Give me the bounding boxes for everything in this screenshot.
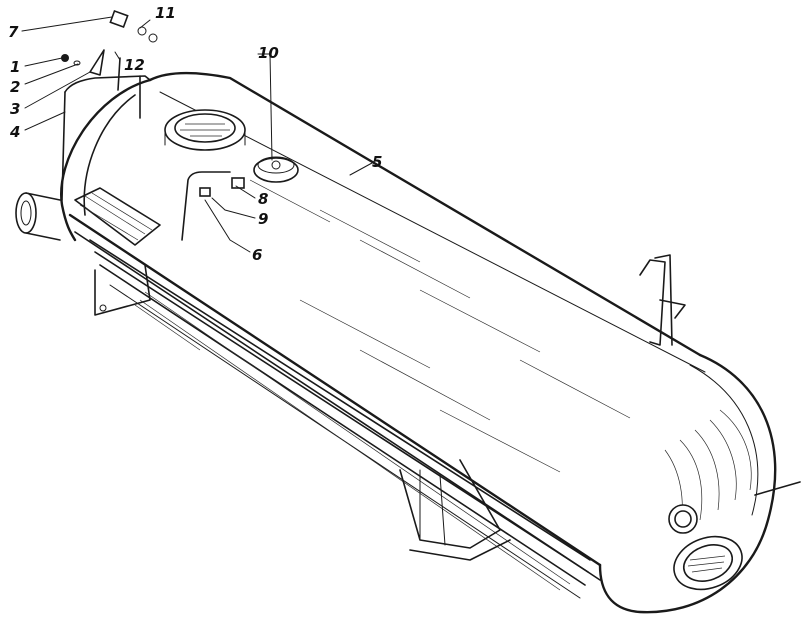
right-top-bracket [639,254,686,346]
callout-1: 1 [10,58,20,76]
callout-8: 8 [258,190,268,208]
ring-part [137,26,147,36]
leader-lines [21,16,373,253]
handrail [61,75,151,201]
top-handle-rod [181,171,231,241]
callout-11: 11 [155,4,176,22]
inlet-flange [15,192,61,241]
bracket-plate-part [89,49,105,76]
small-bracket-part [231,177,245,189]
callout-10: 10 [258,44,279,62]
top-flange [253,156,299,183]
callout-12: 12 [124,56,145,74]
callout-2: 2 [10,78,20,96]
callout-7: 7 [8,23,19,41]
bolt-part [199,187,211,197]
right-support-saddle [399,459,511,561]
callout-4: 4 [9,123,20,141]
washer-part [73,60,81,66]
right-end-manhole [673,535,743,591]
right-end-rod [754,481,801,496]
exploded-parts [61,9,245,197]
bottom-frame [89,239,591,599]
left-support-bracket [94,264,151,316]
body-shading [249,179,631,473]
left-vent-box [74,187,161,246]
top-manhole [164,109,246,151]
valve-part [109,9,129,29]
right-end-sight-port [668,504,698,534]
nut-part [61,54,69,62]
callout-6: 6 [252,246,262,264]
callout-3: 3 [10,100,20,118]
ring-part-2 [148,33,158,43]
pin-part [117,57,121,91]
callout-9: 9 [258,210,268,228]
callout-labels: 7 1 2 3 4 11 12 10 5 8 9 6 [8,4,382,264]
callout-5: 5 [372,153,382,171]
